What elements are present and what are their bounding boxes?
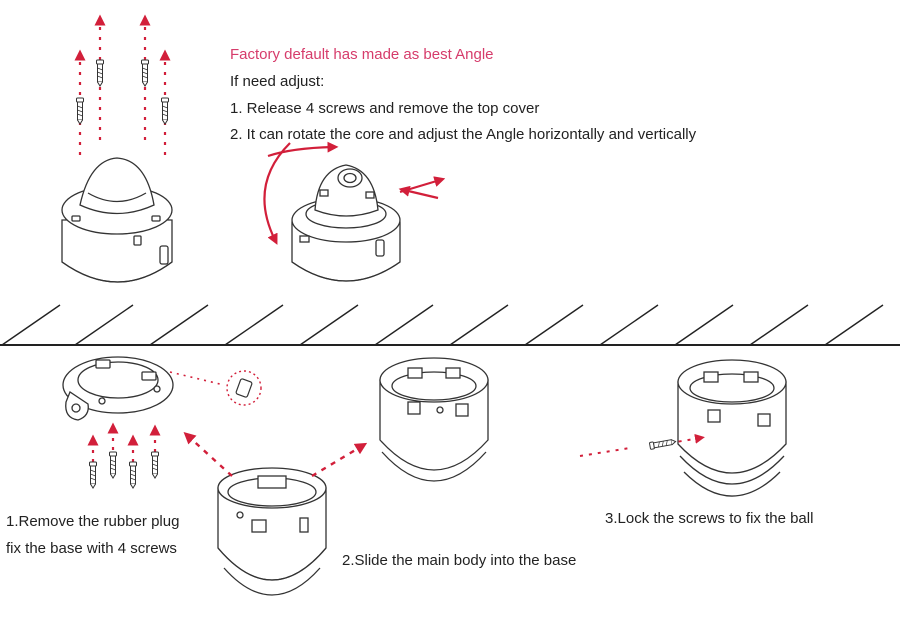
screw-icon (89, 461, 97, 489)
install-step-1-line-1: 1.Remove the rubber plug (6, 513, 180, 530)
base-plate-icon (62, 356, 174, 421)
dome-camera-core-icon (291, 164, 401, 282)
install-step-3: 3.Lock the screws to fix the ball (605, 510, 814, 527)
install-step-1-line-2: fix the base with 4 screws (6, 540, 177, 557)
ceiling-icon (0, 304, 900, 346)
factory-default-note: Factory default has made as best Angle (230, 46, 494, 63)
screw-icon (648, 437, 677, 450)
rotate-arrow-icon (263, 141, 339, 245)
adjust-step-2: 2. It can rotate the core and adjust the… (230, 126, 697, 143)
rubber-plug-icon (226, 370, 262, 406)
screw-icon (76, 97, 84, 125)
if-need-adjust-label: If need adjust: (230, 73, 325, 90)
dome-camera-icon (61, 157, 173, 283)
assembled-camera-icon (379, 357, 489, 482)
top-screws-group (74, 14, 171, 155)
screw-icon (109, 451, 117, 479)
main-body-icon (217, 467, 327, 596)
screw-icon (141, 59, 149, 87)
base-screws-group (87, 422, 161, 489)
locked-camera-icon (677, 359, 787, 497)
screw-icon (161, 97, 169, 125)
horizontal-adjust-arrow-icon (398, 176, 446, 200)
adjust-step-1: 1. Release 4 screws and remove the top c… (230, 100, 540, 117)
screw-icon (151, 451, 159, 479)
screw-icon (129, 461, 137, 489)
install-step-2: 2.Slide the main body into the base (342, 552, 577, 569)
screw-icon (96, 59, 104, 87)
